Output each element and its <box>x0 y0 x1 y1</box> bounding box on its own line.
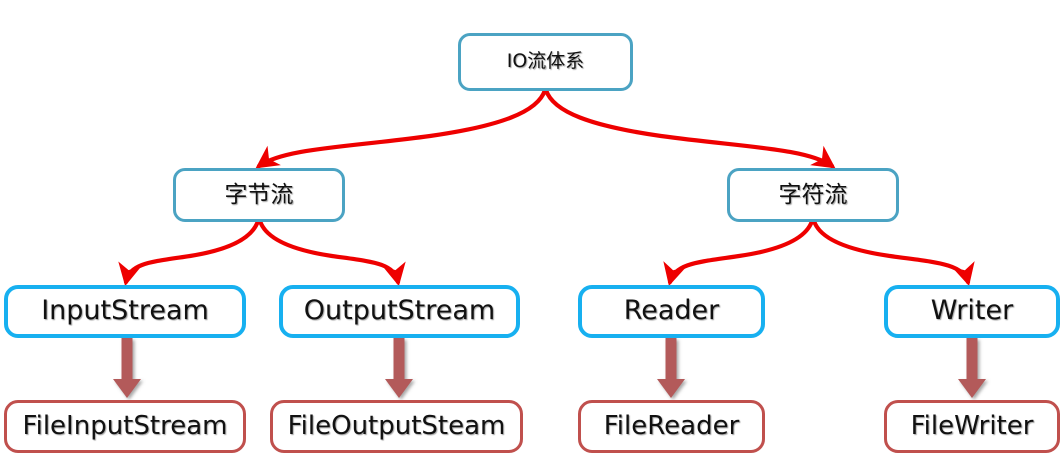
edge-output-stream-to-file-output-steam <box>385 338 413 398</box>
edge-root-to-char-stream <box>543 87 836 169</box>
node-input-stream[interactable]: InputStream <box>4 285 246 338</box>
node-char-stream[interactable]: 字符流 <box>727 168 899 222</box>
edge-root-to-byte-stream <box>255 87 548 169</box>
node-file-output-steam[interactable]: FileOutputSteam <box>270 400 523 453</box>
node-reader-label: Reader <box>623 295 720 327</box>
node-writer-label: Writer <box>930 295 1014 327</box>
edge-byte-stream-to-output-stream <box>257 218 406 287</box>
node-file-input-stream[interactable]: FileInputStream <box>4 400 246 453</box>
node-output-stream[interactable]: OutputStream <box>279 285 520 338</box>
edge-byte-stream-to-input-stream <box>118 218 261 287</box>
node-reader[interactable]: Reader <box>578 285 765 338</box>
node-input-stream-label: InputStream <box>41 295 209 327</box>
edge-writer-to-file-writer <box>958 338 986 398</box>
node-root[interactable]: IO流体系 <box>458 33 633 91</box>
node-file-reader-label: FileReader <box>603 410 740 441</box>
node-file-reader[interactable]: FileReader <box>578 400 765 453</box>
edge-reader-to-file-reader <box>657 338 685 398</box>
node-root-label: IO流体系 <box>506 50 585 73</box>
node-file-output-steam-label: FileOutputSteam <box>287 410 506 441</box>
edge-input-stream-to-file-input-stream <box>113 338 141 398</box>
node-output-stream-label: OutputStream <box>303 295 496 327</box>
node-file-writer[interactable]: FileWriter <box>884 400 1060 453</box>
node-char-stream-label: 字符流 <box>778 181 848 208</box>
node-byte-stream[interactable]: 字节流 <box>173 168 345 222</box>
edge-char-stream-to-reader <box>663 218 815 287</box>
node-file-input-stream-label: FileInputStream <box>22 410 228 441</box>
edge-char-stream-to-writer <box>811 218 975 287</box>
node-writer[interactable]: Writer <box>884 285 1060 338</box>
node-byte-stream-label: 字节流 <box>224 181 294 208</box>
node-file-writer-label: FileWriter <box>910 410 1034 441</box>
